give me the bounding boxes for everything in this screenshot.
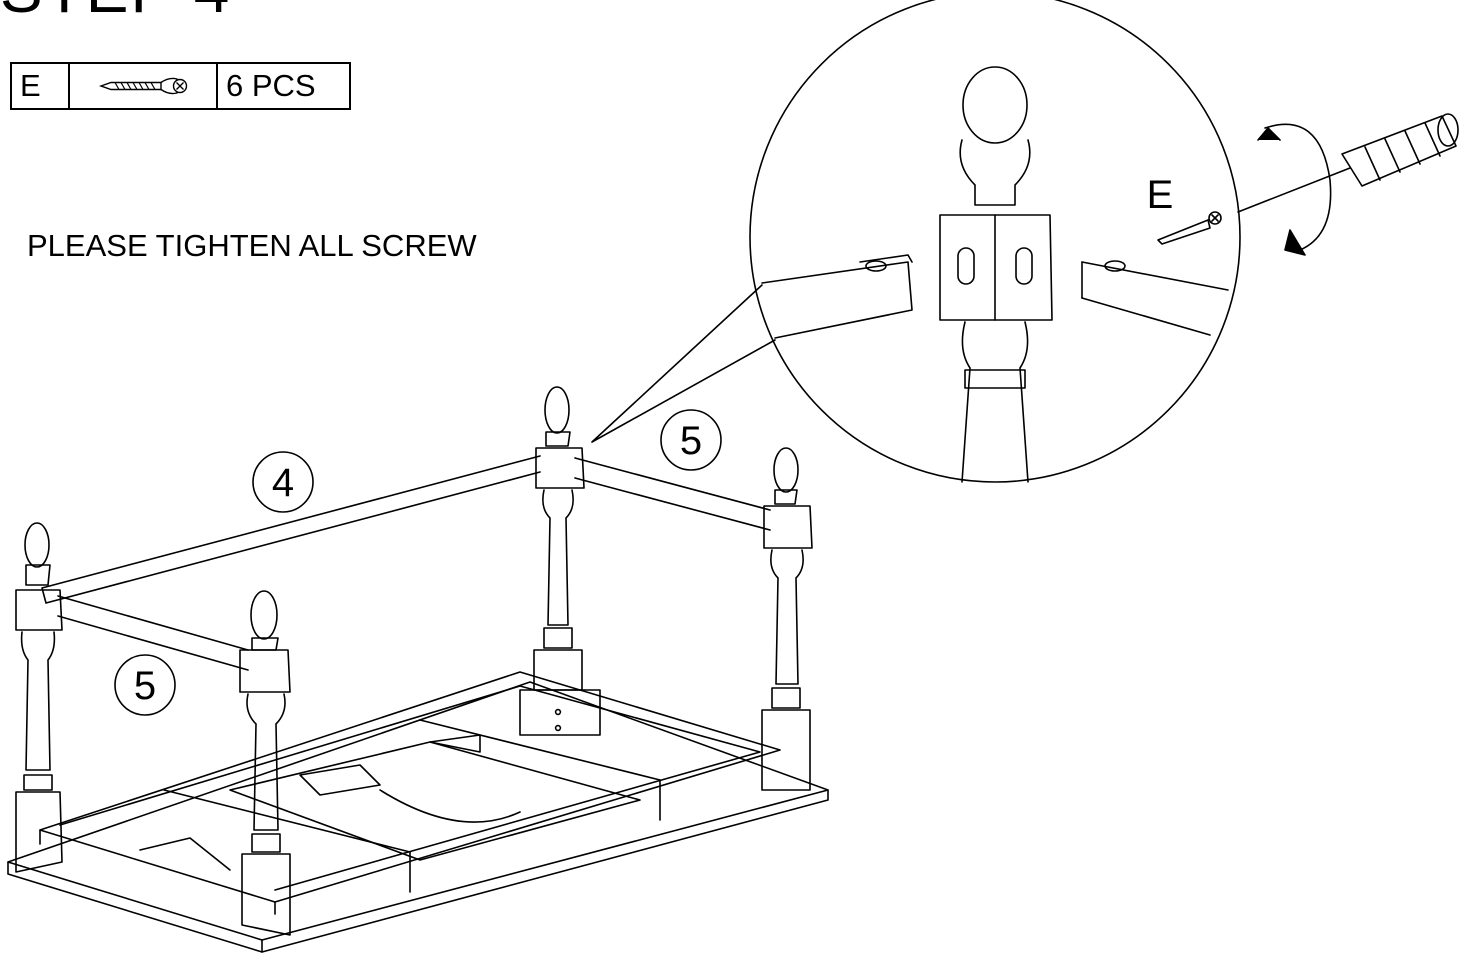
step-title: STEP 4: [0, 0, 231, 22]
rotation-arrow-icon: [1257, 123, 1332, 256]
detail-rail-right: [1081, 260, 1229, 336]
detail-circle: [749, 0, 1241, 483]
leg-right: [761, 447, 813, 791]
table-top: [7, 681, 829, 941]
part-icon-cell: [68, 62, 218, 110]
detail-leg: [939, 66, 1053, 483]
parts-table: E 6 PCS: [10, 62, 351, 110]
screw-icon: [1157, 211, 1222, 245]
callout-5-back: 5: [660, 409, 722, 471]
parts-row: E 6 PCS: [10, 62, 351, 110]
rail-short-front: [57, 595, 249, 671]
callout-5-front: 5: [114, 654, 176, 716]
callout-4: 4: [252, 451, 314, 513]
instruction-text: PLEASE TIGHTEN ALL SCREW: [27, 228, 477, 263]
detail-screw-label: E: [1147, 173, 1174, 217]
leg-back: [533, 386, 585, 691]
detail-rail-left: [761, 254, 913, 339]
screw-icon: [98, 77, 188, 95]
callout-5-back-label: 5: [680, 419, 702, 463]
leg-front: [239, 590, 291, 936]
part-quantity: 6 PCS: [216, 62, 351, 110]
part-letter: E: [10, 62, 70, 110]
callout-5-front-label: 5: [134, 664, 156, 708]
callout-4-label: 4: [272, 461, 294, 505]
rail-short-back: [574, 457, 771, 531]
apron: [39, 671, 781, 903]
leg-left: [15, 522, 63, 873]
screwdriver-icon: [1237, 113, 1459, 213]
